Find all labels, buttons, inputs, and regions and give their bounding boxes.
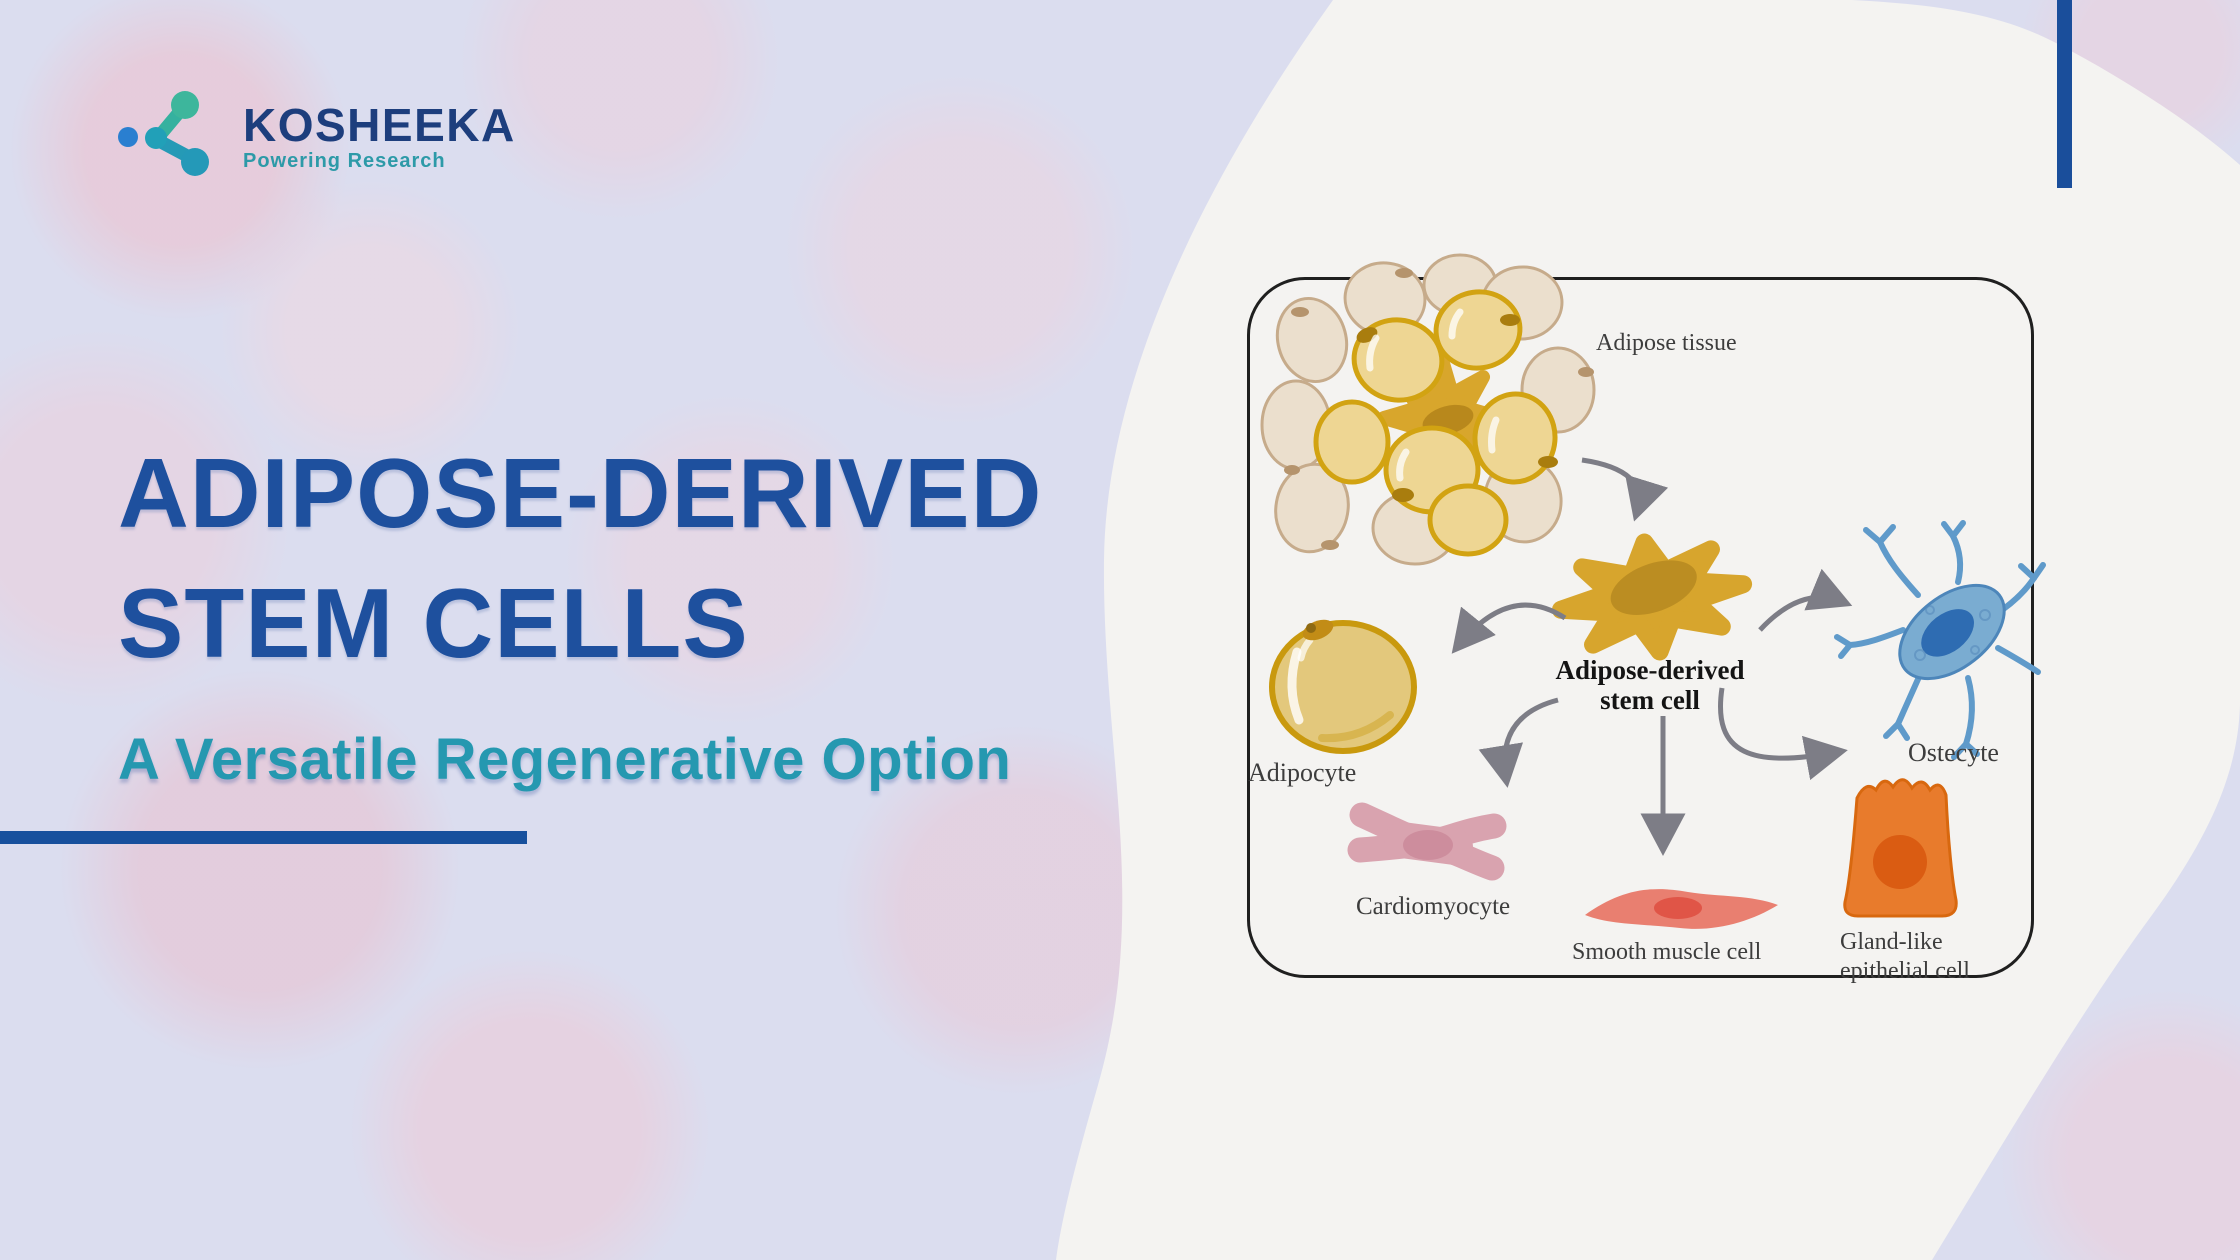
stem-cell-illustration [1551, 533, 1753, 661]
label-adipose-tissue: Adipose tissue [1596, 330, 1737, 356]
label-gland-line2: epithelial cell [1840, 958, 1970, 984]
label-smooth-muscle: Smooth muscle cell [1572, 939, 1762, 965]
arrow-stemcell-to-gland [1718, 687, 1848, 781]
hero-subtitle: A Versatile Regenerative Option [118, 727, 1012, 792]
label-stem-cell-line1: Adipose-derived [1555, 655, 1745, 685]
brand-name: KOSHEEKA [243, 99, 516, 151]
arrow-stemcell-to-adipocyte [1451, 602, 1567, 654]
flow-arrows [1451, 457, 1853, 856]
osteocyte-illustration [1834, 520, 2046, 760]
smooth-muscle-illustration [1585, 889, 1778, 929]
arrow-tissue-to-stemcell [1581, 457, 1669, 522]
accent-bar-vertical [2057, 0, 2072, 188]
hero-title: ADIPOSE-DERIVED STEM CELLS [118, 428, 1042, 688]
label-gland-cell: Gland-like epithelial cell [1840, 928, 1970, 986]
hero-title-line1: ADIPOSE-DERIVED [118, 438, 1043, 548]
label-gland-line1: Gland-like [1840, 929, 1943, 955]
kosheeka-molecule-icon [118, 91, 209, 176]
adipose-tissue-illustration [1260, 253, 1596, 566]
label-stem-cell: Adipose-derived stem cell [1550, 655, 1750, 715]
accent-bar-horizontal [0, 831, 527, 844]
label-osteocyte: Ostecyte [1908, 738, 1999, 767]
gland-cell-illustration [1843, 778, 1958, 918]
diagram-frame [1247, 277, 2034, 978]
hero-title-line2: STEM CELLS [118, 568, 749, 678]
arrow-stemcell-to-osteocyte [1758, 568, 1853, 632]
label-cardiomyocyte: Cardiomyocyte [1356, 893, 1511, 920]
label-stem-cell-line2: stem cell [1600, 685, 1700, 715]
arrow-stemcell-to-cardiomyocyte [1478, 697, 1559, 788]
cardiomyocyte-illustration [1347, 802, 1507, 881]
brand-tagline: Powering Research [243, 150, 446, 172]
adipocyte-illustration [1269, 619, 1417, 754]
logo: KOSHEEKA Powering Research [105, 70, 516, 190]
label-adipocyte: Adipocyte [1248, 758, 1357, 787]
